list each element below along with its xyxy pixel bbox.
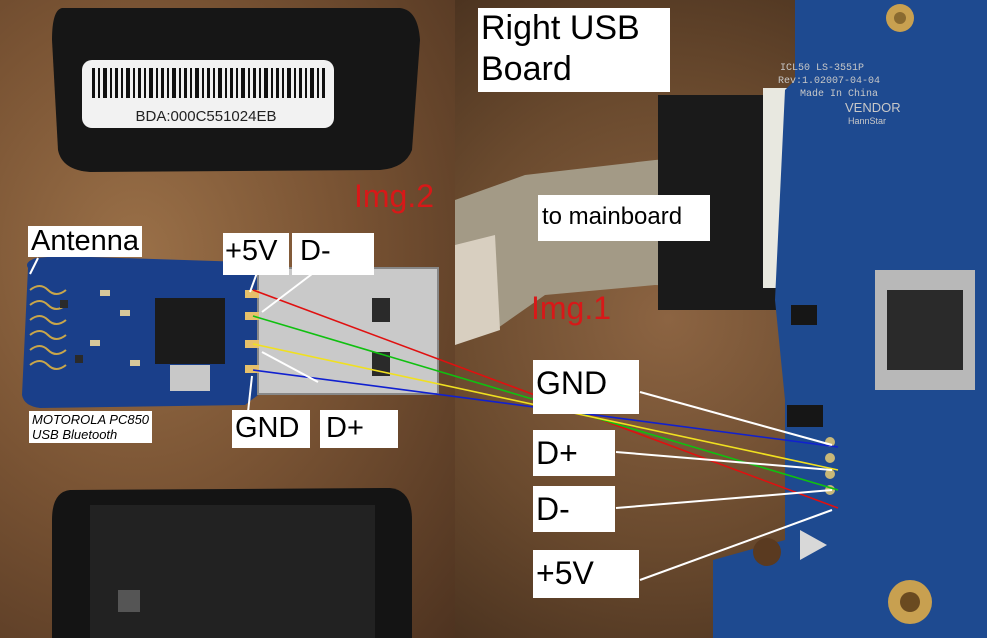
usb-pin-2 [245, 312, 259, 320]
antenna-trace [29, 285, 67, 370]
board-title-line1: Right USB [481, 9, 640, 47]
pin-5v-left-label: +5V [223, 233, 289, 275]
arrow-mark [800, 530, 827, 560]
device-caption: MOTOROLA PC850 USB Bluetooth [29, 411, 153, 443]
usb-plug [258, 268, 438, 394]
pin-dplus-right-label: D+ [533, 430, 615, 476]
img2-label: Img.2 [354, 178, 435, 214]
silkscreen-line3: Made In China [800, 88, 878, 100]
bluetooth-dongle-photo: BDA:000C551024EB [0, 0, 455, 638]
to-mainboard-label: to mainboard [538, 195, 710, 241]
silkscreen-line2: Rev:1.02007-04-04 [778, 76, 880, 87]
pin-dminus-right-label: D- [533, 486, 615, 532]
pin-gnd-left-label: GND [232, 410, 310, 448]
barcode [92, 68, 325, 98]
device-caption-line2: USB Bluetooth [32, 427, 118, 442]
silkscreen-vendor: VENDOR [845, 100, 901, 115]
crystal [170, 365, 210, 391]
board-title: Right USB Board [478, 8, 670, 92]
pin-5v-right-label: +5V [533, 550, 639, 598]
usb-pin-1 [245, 290, 259, 298]
usb-pin-4 [245, 365, 259, 373]
ic-chip [787, 405, 823, 427]
pin-gnd-right-label: GND [533, 360, 639, 414]
silkscreen-brand: HannStar [848, 116, 886, 126]
board-title-line2: Board [481, 50, 572, 88]
pin-dplus-left-label: D+ [320, 410, 398, 448]
pointer-lines [29, 257, 833, 581]
barcode-text: BDA:000C551024EB [136, 108, 277, 125]
usb-board-pcb [713, 0, 987, 638]
bluetooth-chip [155, 298, 225, 364]
img1-label: Img.1 [531, 290, 612, 326]
device-caption-line1: MOTOROLA PC850 [32, 412, 150, 427]
usb-hole-top [372, 298, 390, 322]
antenna-label: Antenna [28, 226, 143, 257]
dongle-drawing: BDA:000C551024EB [22, 8, 439, 638]
silkscreen-line1: ICL50 LS-3551P [780, 63, 864, 74]
pin-dminus-left-label: D- [292, 233, 374, 275]
board-drawing: ICL50 LS-3551P Rev:1.02007-04-04 Made In… [455, 0, 987, 638]
usb-pin-3 [245, 340, 259, 348]
